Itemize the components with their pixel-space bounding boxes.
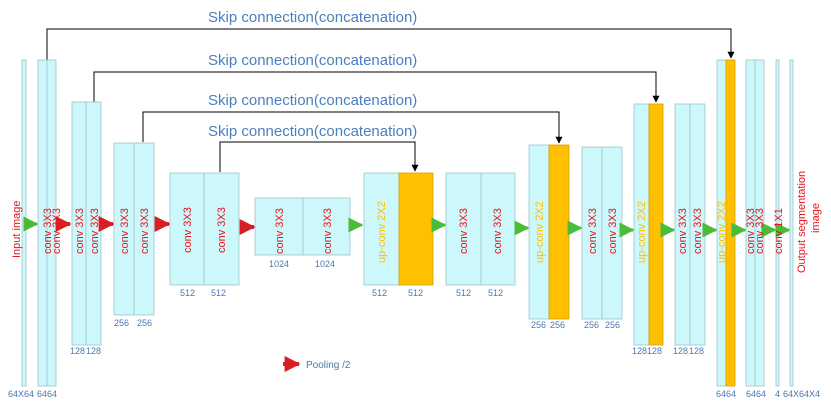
skip-connection-4 [219,141,419,172]
output-map [789,59,794,387]
legend-label: Pooling /2 [306,360,351,371]
conv-label: conv 3X3 [458,208,470,254]
dim-label: 512 [180,288,195,298]
dim-label: 64 [726,389,736,399]
conv-label: conv 3X3 [216,207,228,253]
up-conv-label: up-conv 2X2 [636,201,648,263]
bottleneck-map-a [254,197,304,256]
dec4-map-b [480,172,516,286]
conv-label: conv 3X3 [745,208,757,254]
dim-label: 64X64X4 [783,389,820,399]
skip-label-3: Skip connection(concatenation) [208,92,417,109]
conv-label: conv 3X3 [274,208,286,254]
dim-label: 512 [211,288,226,298]
conv-label: conv 3X3 [322,208,334,254]
dim-label: 4 [775,389,780,399]
dim-label: 1024 [269,259,289,269]
dim-label: 256 [114,318,129,328]
conv-label: conv 3X3 [139,208,151,254]
final-conv-label: conv 1X1 [773,208,785,254]
feature-maps [21,59,794,387]
dim-label: 512 [372,288,387,298]
dim-label: 64X64 [8,389,34,399]
dim-label: 512 [456,288,471,298]
conv-label: conv 3X3 [492,208,504,254]
dim-label: 64 [37,389,47,399]
dim-label: 256 [531,320,546,330]
dec4-upconv-map [363,172,400,286]
enc3-map-b [133,142,155,316]
conv-label: conv 3X3 [74,208,86,254]
conv-label: conv 3X3 [51,208,63,254]
conv-label: conv 3X3 [42,208,54,254]
legend: Pooling /2 [283,356,351,372]
dec3-concat-map [548,144,570,320]
dim-label: 64 [716,389,726,399]
up-conv-label: up-conv 2X2 [376,201,388,263]
dim-label: 256 [137,318,152,328]
dim-label: 1024 [315,259,335,269]
dim-label: 256 [584,320,599,330]
output-label-line2: image [810,203,822,233]
conv-label: conv 3X3 [89,208,101,254]
skip-connections: Skip connection(concatenation) Skip conn… [46,9,735,172]
dim-label: 128 [689,346,704,356]
input-image-label: Input image [11,201,23,258]
conv-label: conv 3X3 [182,207,194,253]
bottleneck-map-b [302,197,351,256]
up-conv-label: up-conv 2X2 [534,201,546,263]
dim-label: 128 [647,346,662,356]
conv-label: conv 3X3 [607,208,619,254]
conv-label: conv 3X3 [692,208,704,254]
dim-label: 512 [408,288,423,298]
enc4-map-b [203,172,240,286]
dimension-labels: 64X64 64 64 128 128 256 256 512 512 1024… [8,259,820,399]
dim-label: 128 [70,346,85,356]
dim-label: 64 [756,389,766,399]
dim-label: 128 [673,346,688,356]
enc4-map-a [169,172,205,286]
dim-label: 256 [550,320,565,330]
dim-label: 64 [746,389,756,399]
dec4-concat-map [398,172,434,286]
dim-label: 64 [47,389,57,399]
dec2-concat-map [648,103,664,346]
layer-labels: Input image conv 3X3 conv 3X3 conv 3X3 c… [11,171,822,273]
skip-label-4: Skip connection(concatenation) [208,123,417,140]
dim-label: 256 [605,320,620,330]
up-conv-label: up-conv 2X2 [716,201,728,263]
skip-connection-1 [46,28,735,60]
dim-label: 512 [488,288,503,298]
conv-label: conv 3X3 [119,208,131,254]
skip-connection-2 [93,71,660,103]
dim-label: 128 [632,346,647,356]
output-label-line1: Output segmentation [796,171,808,273]
conv-label: conv 3X3 [754,208,766,254]
skip-label-1: Skip connection(concatenation) [208,9,417,26]
conv-label: conv 3X3 [677,208,689,254]
dim-label: 128 [86,346,101,356]
dec4-map-a [445,172,482,286]
skip-label-2: Skip connection(concatenation) [208,52,417,69]
conv-label: conv 3X3 [587,208,599,254]
flow-arrows [23,216,791,238]
skip-connection-3 [142,111,563,144]
